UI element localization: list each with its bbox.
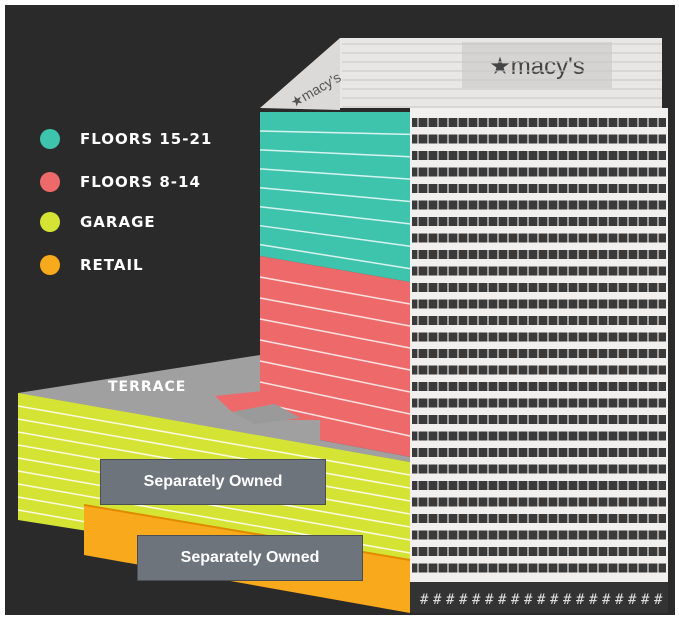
garage-line <box>17 470 411 541</box>
storefront-marks: ################### <box>420 592 663 608</box>
storefront-glyph: # <box>576 592 585 608</box>
storefront-glyph: # <box>511 592 520 608</box>
floors-8-14-lines <box>259 276 411 437</box>
window-mullions <box>417 110 659 580</box>
floor-line <box>259 360 411 393</box>
storefront-glyph: # <box>563 592 572 608</box>
storefront-glyph: # <box>654 592 663 608</box>
separately-owned-retail-text: Separately Owned <box>180 549 320 566</box>
terrace-step-notch-inner <box>232 404 300 424</box>
legend-label: FLOORS 8-14 <box>80 173 201 191</box>
floor-line <box>259 276 411 305</box>
storefront-glyph: # <box>459 592 468 608</box>
legend-label: GARAGE <box>80 213 156 231</box>
floor-line <box>259 297 411 327</box>
legend-dot-teal-icon <box>40 129 60 149</box>
terrace-roof <box>18 355 410 462</box>
storefront-glyph: # <box>498 592 507 608</box>
garage-line <box>17 418 411 489</box>
floor-line <box>259 187 411 203</box>
floors-15-21-lines <box>259 130 411 270</box>
macys-sign-top: ★macy's <box>489 53 584 80</box>
legend-item-retail: RETAIL <box>40 253 144 277</box>
floor-line <box>259 318 411 349</box>
floor-line <box>259 224 411 247</box>
floor-line <box>259 243 411 270</box>
storefront-glyph: # <box>615 592 624 608</box>
floor-line <box>259 149 411 158</box>
separately-owned-garage-label: Separately Owned <box>100 459 326 505</box>
terrace-step-notch <box>215 391 275 412</box>
legend-item-floors-8-14: FLOORS 8-14 <box>40 170 201 194</box>
storefront-glyph: # <box>420 592 429 608</box>
legend-item-floors-15-21: FLOORS 15-21 <box>40 127 212 151</box>
storefront-glyph: # <box>550 592 559 608</box>
ground-storefront <box>410 582 668 613</box>
storefront-glyph: # <box>641 592 650 608</box>
legend-label: RETAIL <box>80 256 144 274</box>
floor-line <box>259 339 411 371</box>
tower-roof-side <box>260 38 340 110</box>
legend-item-garage: GARAGE <box>40 210 156 234</box>
floor-line <box>259 381 411 415</box>
separately-owned-retail-label: Separately Owned <box>137 535 363 581</box>
storefront-glyph: # <box>628 592 637 608</box>
storefront-glyph: # <box>602 592 611 608</box>
floor-line <box>259 130 411 136</box>
storefront-glyph: # <box>537 592 546 608</box>
terrace-label: TERRACE <box>108 379 187 395</box>
storefront-glyph: # <box>472 592 481 608</box>
legend-dot-yellow-icon <box>40 212 60 232</box>
storefront-glyph: # <box>589 592 598 608</box>
storefront-glyph: # <box>524 592 533 608</box>
floor-line <box>259 402 411 437</box>
garage-line <box>17 405 411 476</box>
legend-dot-orange-icon <box>40 255 60 275</box>
floor-line <box>259 205 411 225</box>
storefront-glyph: # <box>446 592 455 608</box>
legend-dot-red-icon <box>40 172 60 192</box>
legend-label: FLOORS 15-21 <box>80 130 213 148</box>
storefront-glyph: # <box>433 592 442 608</box>
separately-owned-garage-text: Separately Owned <box>143 473 283 490</box>
floor-line <box>259 168 411 180</box>
storefront-glyph: # <box>485 592 494 608</box>
